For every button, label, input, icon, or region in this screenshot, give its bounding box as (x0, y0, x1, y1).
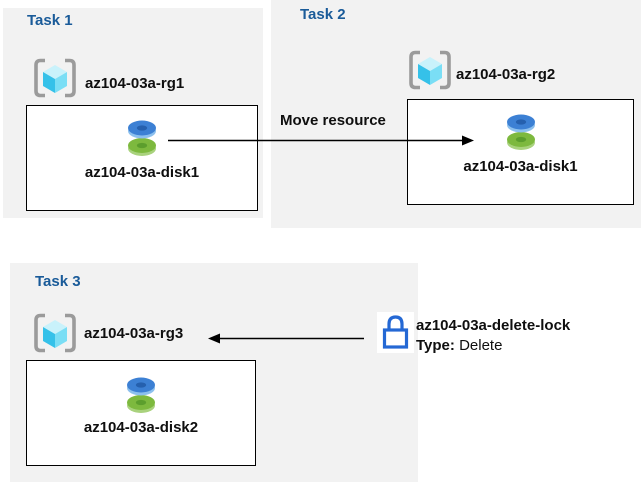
task1-disk-label: az104-03a-disk1 (84, 164, 200, 181)
task3-resource-group-label: az104-03a-rg3 (84, 325, 184, 342)
disk-icon (128, 120, 156, 156)
task1-panel: Task 1 az104-03a-rg1 az104-03a-disk1 (3, 8, 263, 218)
task3-panel: Task 3 az104-03a-rg3 az104-03a-disk2 (10, 263, 418, 482)
task2-resource-group-label: az104-03a-rg2 (456, 66, 556, 83)
task2-resource-box: az104-03a-disk1 (407, 99, 634, 205)
lock-name: az104-03a-delete-lock (416, 317, 571, 334)
task1-resource-box: az104-03a-disk1 (26, 105, 258, 211)
lock-annotation: az104-03a-delete-lock Type: Delete (416, 316, 570, 356)
task3-title: Task 3 (35, 273, 81, 290)
lock-arrow-left-icon (208, 333, 364, 344)
disk-icon (506, 114, 535, 150)
lock-icon-background (377, 312, 414, 353)
move-resource-label: Move resource (280, 112, 386, 129)
lock-type-line: Type: Delete (416, 336, 570, 356)
resource-group-icon (409, 50, 451, 90)
task2-disk-label: az104-03a-disk1 (463, 158, 578, 175)
task2-title: Task 2 (300, 6, 346, 23)
move-arrow-right-icon (168, 135, 474, 146)
task1-title: Task 1 (27, 12, 73, 29)
resource-group-icon (34, 313, 76, 353)
disk-icon (127, 377, 155, 413)
task1-resource-group-label: az104-03a-rg1 (85, 75, 185, 92)
lock-type-label: Type: (416, 337, 455, 354)
task3-disk-label: az104-03a-disk2 (83, 419, 199, 436)
lock-type-value: Delete (459, 337, 503, 354)
resource-group-icon (34, 58, 76, 98)
lock-icon (382, 315, 409, 349)
task2-panel: Task 2 az104-03a-rg2 az104-03a-disk1 (271, 0, 641, 228)
task3-resource-box: az104-03a-disk2 (26, 360, 256, 466)
